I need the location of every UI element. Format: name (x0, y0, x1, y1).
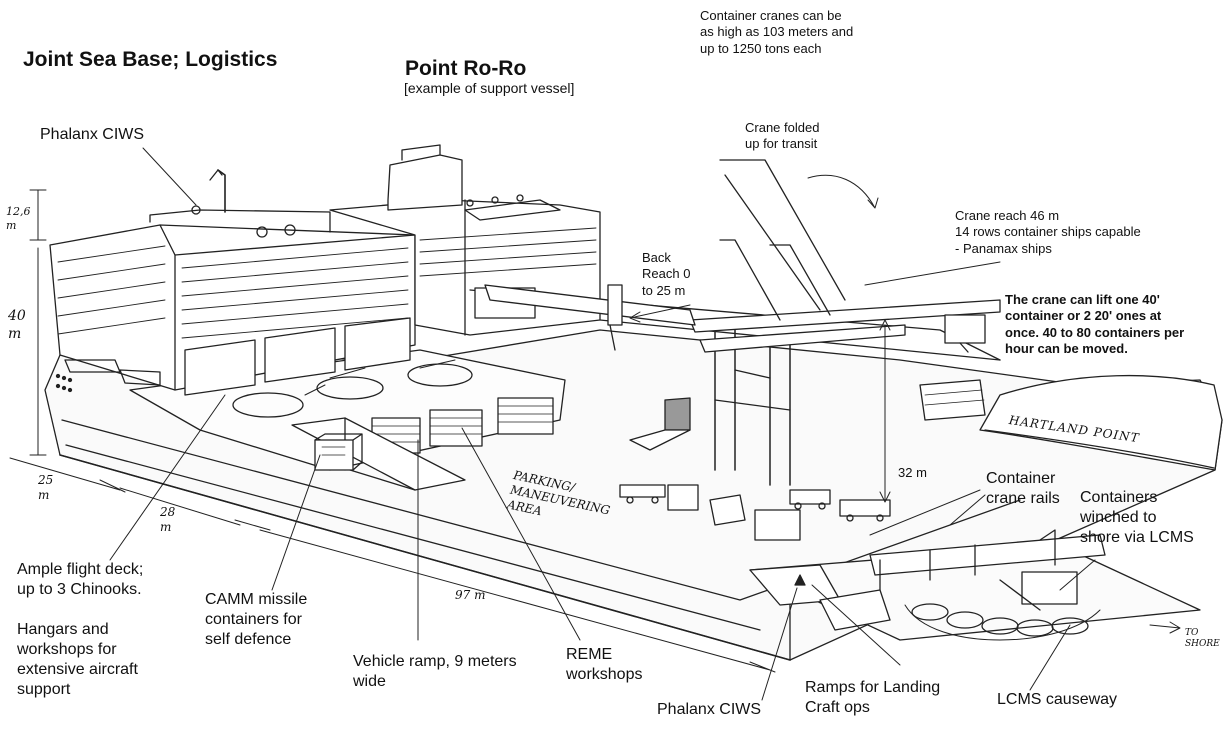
parked-vehicles (619, 484, 891, 541)
callout-reme: REME workshops (566, 646, 643, 683)
bow (979, 374, 1223, 471)
camm-containers (314, 433, 363, 471)
dim-beam-mid: 28 m (160, 505, 176, 534)
dimension-lines (9, 174, 1181, 673)
note-crane-reach: Crane reach 46 m 14 rows container ships… (955, 208, 1141, 256)
note-crane-heights: Container cranes can be as high as 103 m… (700, 8, 854, 56)
callout-phalanx-bottom: Phalanx CIWS (657, 701, 762, 718)
dim-superstructure-height: 40 m (8, 308, 26, 342)
leader-lines (109, 147, 1096, 701)
callout-lcms-causeway: LCMS causeway (997, 691, 1118, 708)
dim-beam-bow: 25 m (38, 473, 54, 502)
callout-hangars: Hangars and workshops for extensive airc… (17, 621, 138, 698)
dim-mast-height: 12,6 m (6, 205, 31, 232)
lcms-causeway (749, 529, 1201, 641)
callout-containers-winched: Containers winched to shore via LCMS (1080, 489, 1194, 546)
vessel-name: Point Ro-Ro (405, 57, 527, 80)
container-deck (469, 287, 1001, 451)
aft-superstructure (49, 169, 416, 396)
gantry-crane (484, 159, 1001, 486)
note-crane-folded: Crane folded up for transit (745, 120, 820, 152)
deck-label-to-shore: TO SHORE (1185, 628, 1220, 650)
dim-length: 97 m (455, 588, 486, 602)
vessel-subtitle: [example of support vessel] (404, 80, 575, 96)
note-crane-lift: The crane can lift one 40' container or … (1005, 292, 1185, 356)
callout-phalanx-top: Phalanx CIWS (40, 126, 145, 143)
diagram-title: Joint Sea Base; Logistics (23, 48, 278, 71)
callout-vehicle-ramp: Vehicle ramp, 9 meters wide (353, 653, 517, 690)
callout-flight-deck: Ample flight deck; up to 3 Chinooks. (17, 561, 144, 598)
callout-container-rails: Container crane rails (986, 470, 1060, 507)
note-back-reach: Back Reach 0 to 25 m (642, 250, 691, 298)
callout-camm: CAMM missile containers for self defence (205, 591, 308, 648)
callout-landing-ramps: Ramps for Landing Craft ops (805, 679, 941, 716)
dim-crane-clearance: 32 m (898, 465, 927, 480)
